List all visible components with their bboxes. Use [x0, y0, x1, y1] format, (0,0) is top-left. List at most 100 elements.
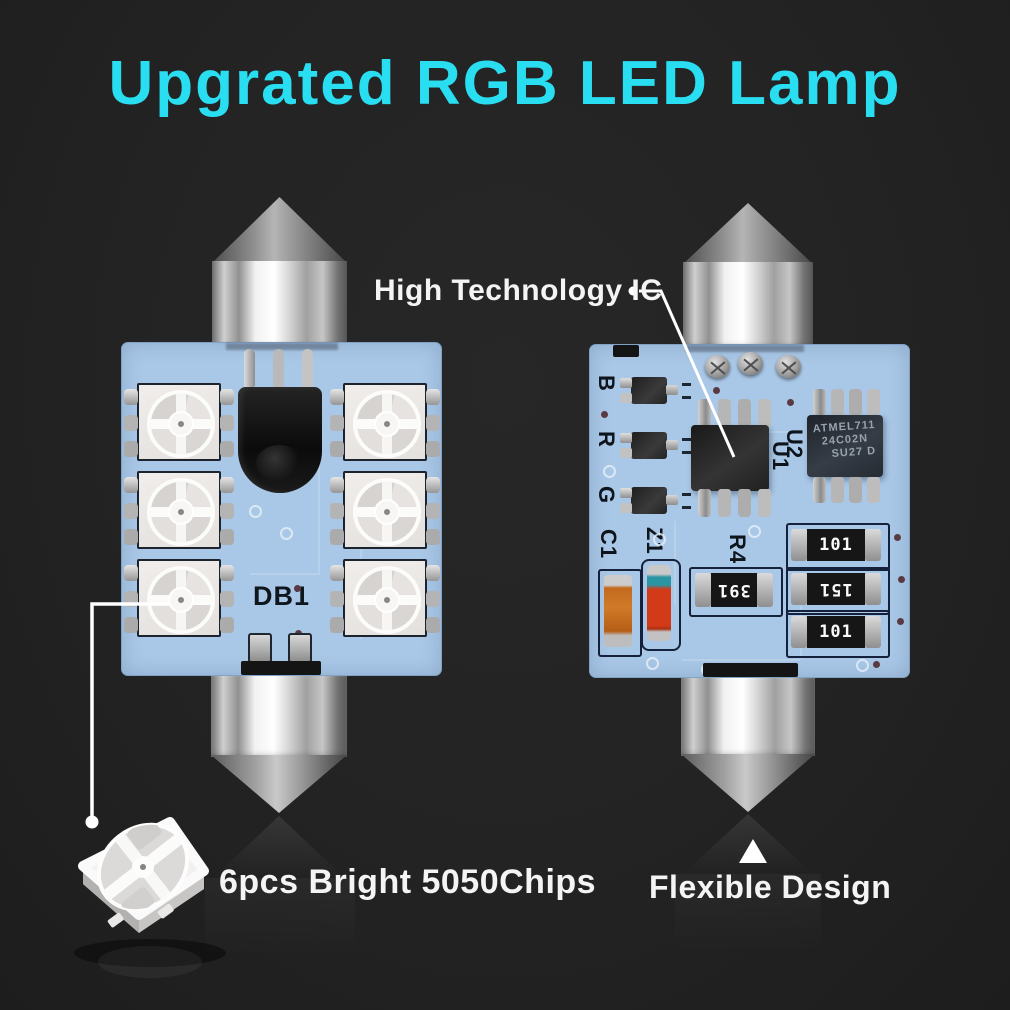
solder-pad [288, 633, 312, 663]
ir-receiver-legs [244, 349, 255, 387]
bulb-back-reflection [683, 814, 813, 874]
silk-outline [641, 559, 681, 651]
mount-pad [776, 355, 801, 378]
led-lens [147, 478, 215, 546]
resistor-end [791, 616, 807, 648]
led-chip [124, 383, 234, 461]
led-chip [330, 383, 440, 461]
chip-pad [107, 912, 124, 928]
led-chip [330, 471, 440, 549]
led-lens [147, 566, 215, 634]
resistor: 151 [791, 573, 881, 605]
ic-pins [813, 477, 826, 503]
zener-diode [647, 565, 671, 641]
pcb-via-ring [856, 659, 869, 672]
eeprom-ic: ATMEL711 24C02N SU27 D [807, 415, 883, 477]
ic-pins [698, 489, 711, 517]
driver-ic [691, 425, 769, 491]
bulb-front-top-cone [212, 197, 347, 263]
resistor-value: 101 [819, 622, 853, 642]
led-chip [124, 471, 234, 549]
led-lens [353, 390, 421, 458]
board-designator: DB1 [253, 581, 311, 611]
transistor [620, 487, 678, 514]
silk-dash [682, 493, 691, 496]
pcb-trace [318, 415, 320, 573]
pcb-via [894, 534, 901, 541]
resistor-label: R4 [725, 534, 750, 565]
resistor-r4: 391 [695, 573, 773, 607]
silk-outline [786, 567, 890, 615]
silk-dash [682, 438, 691, 441]
led-lens [353, 478, 421, 546]
channel-label-b: B [594, 375, 619, 392]
bulb-back-top-cone [683, 203, 813, 264]
resistor: 101 [791, 529, 881, 561]
pcb-via [898, 576, 905, 583]
pcb-via [601, 411, 608, 418]
eeprom-marking: ATMEL711 24C02N SU27 D [812, 418, 877, 460]
channel-label-g: G [594, 486, 619, 505]
led-lens [353, 566, 421, 634]
bottom-contact-strip [703, 663, 798, 677]
pcb-via-ring [653, 533, 666, 546]
resistor-end [865, 529, 881, 561]
pcb-via [294, 585, 301, 592]
resistor-value: 151 [819, 579, 853, 599]
pcb-trace [740, 431, 800, 433]
silk-dash [682, 383, 691, 386]
callout-ic-label: High Technology IC [374, 274, 663, 307]
transistor [620, 377, 678, 404]
pcb-trace [250, 573, 320, 575]
capacitor [604, 575, 632, 647]
ic-pins [813, 389, 826, 415]
silk-outline [786, 523, 890, 571]
bulb-back-top-cylinder [683, 262, 813, 348]
silk-outline [689, 567, 783, 617]
transistor [620, 432, 678, 459]
eeprom-label: U2 [782, 429, 807, 460]
pcb-via [713, 387, 720, 394]
pcb-trace [682, 659, 800, 661]
page-title: Upgrated RGB LED Lamp [108, 49, 902, 118]
resistor-value: 391 [717, 580, 751, 600]
back-pcb: B R G U1 ATMEL711 24C02N SU27 D [589, 344, 910, 678]
led-lens-hub [170, 413, 192, 435]
chip-lens-dot [140, 864, 146, 870]
caption-5050-chips: 6pcs Bright 5050Chips [219, 863, 597, 901]
led-chip [124, 559, 234, 637]
led-chip [330, 559, 440, 637]
pcb-via-ring [748, 525, 761, 538]
pcb-via-ring [280, 527, 293, 540]
led-lens [147, 390, 215, 458]
resistor-end [865, 616, 881, 648]
pcb-via [873, 661, 880, 668]
channel-label-r: R [594, 431, 619, 448]
pcb-via-ring [249, 505, 262, 518]
pcb-via-ring [646, 657, 659, 670]
smd-5050-chip-illustration [74, 816, 226, 978]
capacitor-label: C1 [596, 529, 621, 560]
chip-shadow [74, 939, 226, 967]
mount-pad [705, 355, 730, 378]
pcb-via [897, 618, 904, 625]
caption-flexible-design: Flexible Design [649, 869, 892, 905]
chip-pad [157, 903, 174, 919]
bottom-contact-strip [241, 661, 321, 675]
bulb-front-reflection-fade [205, 878, 355, 958]
edge-component [613, 345, 639, 357]
led-lens-hub [376, 589, 398, 611]
chip-reflection [98, 946, 202, 978]
ir-receiver [238, 387, 322, 493]
bulb-back-bottom-cylinder [681, 670, 815, 756]
bulb-front-bottom-cylinder [211, 668, 347, 757]
led-lens-hub [170, 501, 192, 523]
cap-shadow [686, 345, 804, 352]
resistor-end [695, 573, 711, 607]
pcb-via [787, 399, 794, 406]
solder-pad [248, 633, 272, 663]
resistor-end [791, 573, 807, 605]
resistor-end [757, 573, 773, 607]
resistor-value: 101 [819, 535, 853, 555]
